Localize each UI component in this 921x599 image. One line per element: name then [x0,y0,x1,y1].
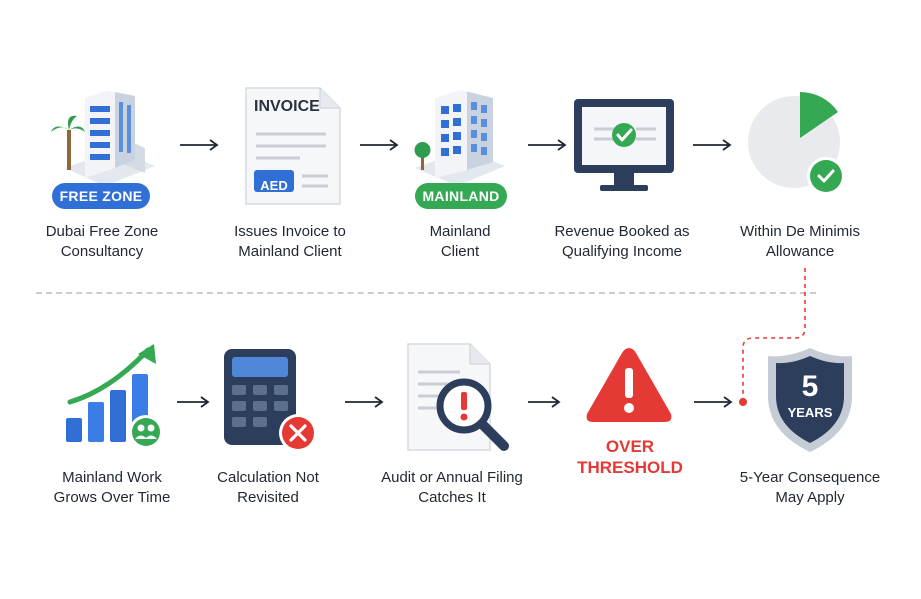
caption-mainland-work-grows: Mainland Work Grows Over Time [22,468,202,508]
arrow-right-icon [360,139,399,151]
arrow-right-icon [693,139,732,151]
caption-mainland-client: Mainland Client [370,222,550,262]
invoice-document-icon [245,87,341,205]
arrow-right-icon [180,139,219,151]
shield-icon [768,348,852,452]
warning-triangle-icon [586,348,672,422]
caption-line: Catches It [418,489,486,506]
over-threshold-label: OVER THRESHOLD [560,436,700,478]
shield-number: 5 [801,370,819,403]
caption-line: Calculation Not [217,469,319,486]
red-dotted-connector [742,268,806,402]
caption-dubai-free-zone: Dubai Free Zone Consultancy [12,222,192,262]
mainland-building-icon [414,88,505,186]
caption-revenue-booked: Revenue Booked as Qualifying Income [532,222,712,262]
caption-line: Qualifying Income [561,243,683,260]
caption-line: Client [440,243,480,260]
caption-line: 5-Year Consequence [739,469,881,486]
arrow-right-icon [345,396,384,408]
caption-calculation-not-revisited: Calculation Not Revisited [178,468,358,508]
arrow-right-icon [528,396,561,408]
monitor-check-icon [574,99,674,191]
caption-line: Audit or Annual Filing [381,469,523,486]
caption-line: Allowance [765,243,835,260]
invoice-title: INVOICE [254,98,320,115]
caption-line: Revisited [237,489,299,506]
caption-issues-invoice: Issues Invoice to Mainland Client [200,222,380,262]
shield-years: YEARS [787,405,833,420]
over-label-line: OVER [605,437,655,456]
caption-line: Consultancy [60,243,144,260]
currency-badge: AED [260,178,288,193]
audit-magnifier-icon [407,343,509,451]
caption-de-minimis: Within De Minimis Allowance [710,222,890,262]
section-divider [36,292,816,294]
caption-line: May Apply [775,489,845,506]
caption-line: Within De Minimis [739,223,860,240]
caption-five-year-consequence: 5-Year Consequence May Apply [720,468,900,508]
arrow-right-icon [694,396,733,408]
connector-dot [739,398,747,406]
mainland-badge: MAINLAND [415,183,507,209]
caption-line: Revenue Booked as [554,223,690,240]
arrow-right-icon [528,139,567,151]
pie-chart-check-icon [748,91,845,195]
growth-chart-icon [66,344,163,449]
caption-audit-catches: Audit or Annual Filing Catches It [362,468,542,508]
caption-line: Mainland Client [238,243,342,260]
over-label-line: THRESHOLD [577,458,683,477]
free-zone-badge: FREE ZONE [52,183,150,209]
caption-line: Issues Invoice to [234,223,346,240]
caption-line: Dubai Free Zone [45,223,159,240]
caption-line: Mainland Work [62,469,162,486]
caption-line: Grows Over Time [53,489,171,506]
caption-line: Mainland [429,223,491,240]
calculator-error-icon [224,349,317,452]
free-zone-building-icon [51,88,155,186]
arrow-right-icon [177,396,210,408]
